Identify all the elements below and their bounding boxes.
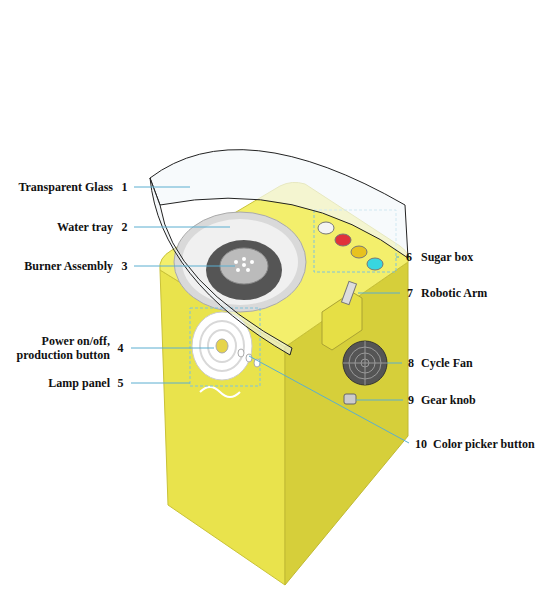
part-name: Lamp panel: [0, 376, 110, 390]
cycle-fan: [343, 341, 387, 385]
part-name: Gear knob: [421, 393, 551, 407]
callout-number: 8: [404, 356, 418, 370]
part-name: Cycle Fan: [421, 356, 551, 370]
part-name: Sugar box: [421, 250, 551, 264]
part-name: Transparent Glass: [0, 180, 113, 194]
gear-knob: [344, 394, 356, 404]
callout-number: 3: [118, 259, 131, 273]
burner-well: [206, 240, 282, 300]
robotic-arm: [341, 281, 356, 304]
leader-lines: [131, 187, 409, 443]
callout-number: 1: [118, 180, 131, 194]
callout-number: 10: [411, 437, 431, 451]
part-name: Burner Assembly: [0, 259, 113, 273]
callout-number: 4: [114, 341, 127, 355]
callout-number: 7: [403, 286, 417, 300]
callout-number: 6: [402, 250, 416, 264]
part-name: Color picker button: [433, 437, 557, 451]
water-tray-inner: [182, 219, 298, 305]
part-name: Robotic Arm: [421, 286, 551, 300]
callout-number: 9: [404, 393, 418, 407]
callout-number: 2: [118, 220, 131, 234]
lamp-panel-frame: [190, 308, 260, 386]
glass-top: [150, 150, 408, 258]
burner-holes: [234, 257, 254, 272]
callout-number: 5: [114, 376, 127, 390]
fan-grill: [343, 341, 387, 385]
part-name: Power on/off, production button: [2, 334, 110, 362]
part-name: Water tray: [0, 220, 113, 234]
